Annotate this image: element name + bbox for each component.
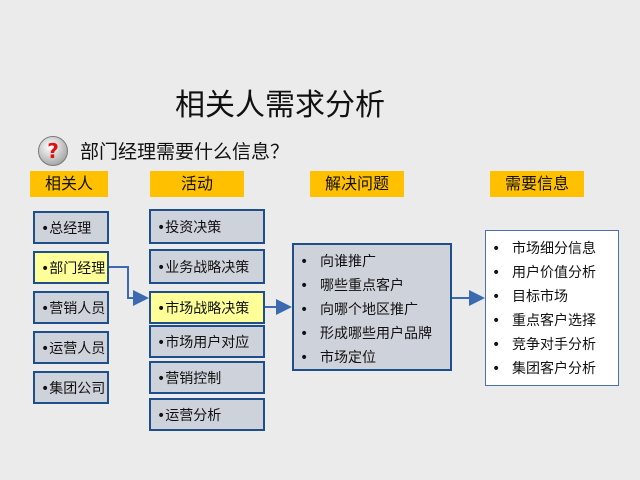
header-problems: 解决问题 — [310, 171, 404, 197]
info-item: •目标市场 — [492, 289, 568, 305]
problem-item: •哪些重点客户 — [300, 278, 404, 294]
page-title: 相关人需求分析 — [175, 88, 385, 123]
stakeholder-box-sales-staff: •营销人员 — [33, 291, 109, 324]
question-text: 部门经理需要什么信息？ — [80, 141, 290, 163]
arrow-manager-to-strategy — [109, 266, 149, 306]
info-item: •用户价值分析 — [492, 265, 596, 281]
header-activities: 活动 — [150, 171, 244, 197]
problem-item: •向哪个地区推广 — [300, 302, 418, 318]
header-stakeholders: 相关人 — [30, 171, 108, 197]
stakeholder-box-group-company: •集团公司 — [33, 371, 109, 404]
header-info-needed: 需要信息 — [490, 171, 584, 197]
problem-item: •市场定位 — [300, 350, 376, 366]
activity-box-sales-control: •营销控制 — [149, 361, 265, 394]
activity-box-market-users: •市场用户对应 — [149, 325, 265, 358]
activity-box-business-strategy: •业务战略决策 — [149, 249, 265, 284]
question-mark-icon: ? — [38, 136, 68, 166]
problem-item: •形成哪些用户品牌 — [300, 326, 432, 342]
activity-box-market-strategy: •市场战略决策 — [149, 291, 265, 324]
info-needed-box: •市场细分信息 •用户价值分析 •目标市场 •重点客户选择 •竞争对手分析 •集… — [485, 230, 619, 386]
stakeholder-box-general-manager: •总经理 — [33, 211, 109, 244]
problem-item: •向谁推广 — [300, 254, 376, 270]
problems-box: •向谁推广 •哪些重点客户 •向哪个地区推广 •形成哪些用户品牌 •市场定位 — [292, 243, 452, 371]
info-item: •竞争对手分析 — [492, 337, 596, 353]
info-item: •集团客户分析 — [492, 361, 596, 377]
stakeholder-box-operations-staff: •运营人员 — [33, 331, 109, 364]
info-item: •市场细分信息 — [492, 241, 596, 257]
activity-box-investment: •投资决策 — [149, 209, 265, 244]
stakeholder-box-department-manager: •部门经理 — [33, 251, 109, 284]
activity-box-operations-analysis: •运营分析 — [149, 398, 265, 431]
info-item: •重点客户选择 — [492, 313, 596, 329]
